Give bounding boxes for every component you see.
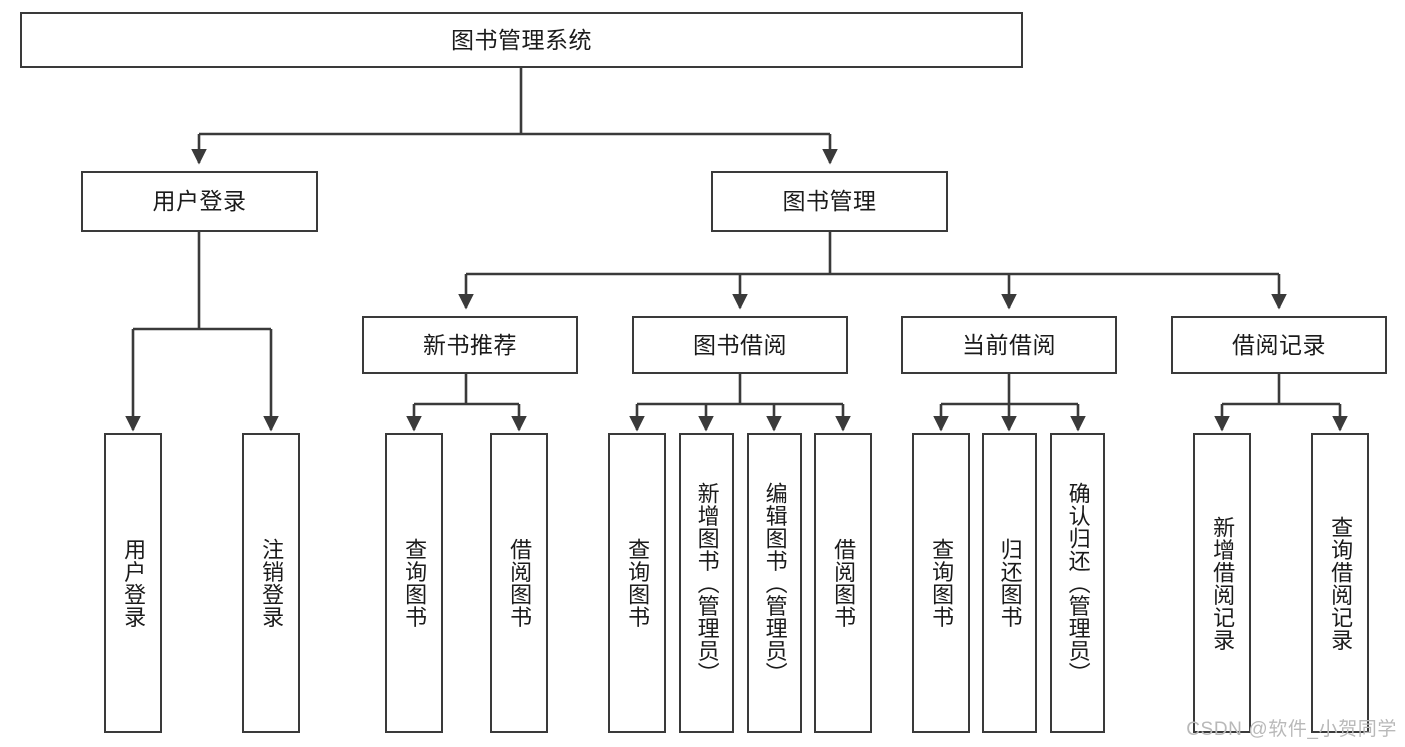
leaf-logout-login[interactable]: 注销登录 [242, 433, 300, 733]
node-label: 编辑图书（管理员） [762, 481, 788, 685]
leaf-add-book-admin[interactable]: 新增图书（管理员） [679, 433, 734, 733]
node-label: 用户登录 [121, 538, 147, 628]
node-book-borrow[interactable]: 图书借阅 [632, 316, 848, 374]
node-label: 新增图书（管理员） [694, 481, 720, 685]
leaf-user-login[interactable]: 用户登录 [104, 433, 162, 733]
node-label: 新书推荐 [423, 331, 517, 358]
node-borrow-record[interactable]: 借阅记录 [1171, 316, 1387, 374]
leaf-add-borrow-record[interactable]: 新增借阅记录 [1193, 433, 1251, 733]
leaf-edit-book-admin[interactable]: 编辑图书（管理员） [747, 433, 802, 733]
node-label: 图书借阅 [693, 331, 787, 358]
node-label: 确认归还（管理员） [1065, 481, 1091, 685]
node-label: 注销登录 [259, 538, 285, 628]
node-label: 借阅记录 [1232, 331, 1326, 358]
node-label: 查询图书 [929, 538, 955, 628]
node-label: 查询图书 [625, 538, 651, 628]
node-user-login[interactable]: 用户登录 [81, 171, 318, 232]
leaf-query-book-borrow[interactable]: 查询图书 [608, 433, 666, 733]
node-label: 借阅图书 [831, 538, 857, 628]
leaf-borrow-book-recommend[interactable]: 借阅图书 [490, 433, 548, 733]
node-label: 当前借阅 [962, 331, 1056, 358]
node-label: 用户登录 [152, 188, 247, 215]
node-book-management[interactable]: 图书管理 [711, 171, 948, 232]
leaf-return-book[interactable]: 归还图书 [982, 433, 1037, 733]
csdn-watermark: CSDN @软件_小贺同学 [1186, 719, 1397, 740]
leaf-query-borrow-record[interactable]: 查询借阅记录 [1311, 433, 1369, 733]
node-label: 图书管理 [782, 188, 877, 215]
node-root-system[interactable]: 图书管理系统 [20, 12, 1023, 68]
leaf-query-book-recommend[interactable]: 查询图书 [385, 433, 443, 733]
node-label: 查询图书 [402, 538, 428, 628]
leaf-query-book-current[interactable]: 查询图书 [912, 433, 970, 733]
node-label: 查询借阅记录 [1328, 515, 1354, 651]
node-label: 新增借阅记录 [1210, 515, 1236, 651]
leaf-confirm-return-admin[interactable]: 确认归还（管理员） [1050, 433, 1105, 733]
node-label: 借阅图书 [507, 538, 533, 628]
node-label: 图书管理系统 [451, 26, 592, 53]
node-label: 归还图书 [997, 538, 1023, 628]
node-new-book-recommend[interactable]: 新书推荐 [362, 316, 578, 374]
node-current-borrow[interactable]: 当前借阅 [901, 316, 1117, 374]
leaf-borrow-book-borrow[interactable]: 借阅图书 [814, 433, 872, 733]
